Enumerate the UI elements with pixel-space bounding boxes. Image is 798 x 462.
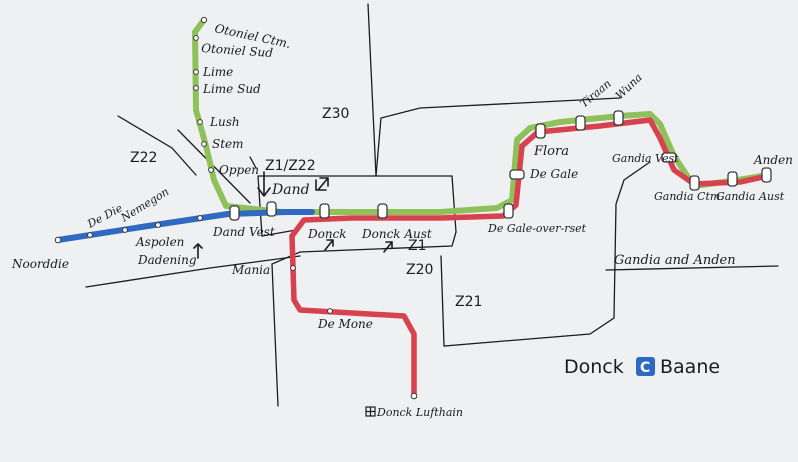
stop-nemegon: [123, 228, 128, 233]
stop-lime-sud: [194, 86, 199, 91]
station-marker-wuna: [614, 111, 623, 125]
station-marker-gandia-aust: [728, 172, 737, 186]
label-lush: Lush: [209, 115, 240, 129]
station-marker-dand-vest: [230, 206, 239, 220]
label-flora: Flora: [533, 144, 569, 159]
zone-label-gandia-anden: Gandia and Anden: [614, 253, 736, 268]
brand-badge: C: [640, 360, 650, 376]
label-dadening: Dadening: [137, 253, 197, 267]
stop-noorddie: [55, 237, 61, 243]
label-mania: Mania: [231, 263, 270, 277]
stop-otoniel-sud: [194, 36, 199, 41]
label-stem: Stem: [212, 137, 244, 151]
station-marker-donck: [320, 204, 329, 218]
stop-dadening: [198, 216, 203, 221]
stop-de-die: [88, 233, 93, 238]
stop-lush: [198, 120, 203, 125]
stop-mania: [291, 266, 296, 271]
stop-donck-lufthain: [411, 393, 417, 399]
station-marker-dand: [267, 202, 276, 216]
zone-label-z20: Z20: [406, 262, 433, 278]
label-dand: Dand: [271, 182, 310, 198]
stop-stem: [202, 142, 207, 147]
label-gandia-vest: Gandia Vest: [612, 152, 679, 165]
label-donck: Donck: [307, 227, 347, 241]
label-lime-sud: Lime Sud: [202, 82, 261, 96]
label-de-gale: De Gale: [529, 167, 578, 181]
station-marker-tiraan: [576, 116, 585, 130]
label-de-gale-over-rset: De Gale-over-rset: [487, 222, 587, 235]
station-marker-donck-aust: [378, 204, 387, 218]
label-lime: Lime: [202, 65, 233, 79]
zone-label-z22: Z22: [130, 150, 157, 166]
label-aspolen: Aspolen: [135, 235, 184, 249]
stop-oppen: [209, 168, 214, 173]
station-marker-flora: [536, 124, 545, 138]
zone-label-z21: Z21: [455, 294, 482, 310]
zone-label-z1-z22: Z1/Z22: [265, 158, 316, 174]
stop-lime: [194, 70, 199, 75]
station-marker-de-gale: [510, 170, 524, 179]
zone-label-z30: Z30: [322, 106, 349, 122]
label-de-mone: De Mone: [317, 317, 373, 331]
stop-otoniel-ctm: [201, 17, 206, 22]
label-donck-aust: Donck Aust: [361, 227, 432, 241]
brand-logo: Donck C Baane: [564, 356, 720, 378]
brand-left: Donck: [564, 356, 624, 378]
label-oppen: Oppen: [219, 163, 259, 177]
brand-right: Baane: [660, 356, 720, 378]
station-marker-anden: [762, 168, 771, 182]
station-marker-gandia-ctm: [690, 176, 699, 190]
station-marker-de-gale-over-rset: [504, 204, 513, 218]
label-donck-lufthain: Donck Lufthain: [376, 406, 463, 419]
stop-de-mone: [328, 309, 333, 314]
label-anden: Anden: [753, 153, 793, 167]
label-dand-vest: Dand Vest: [212, 225, 275, 239]
stop-aspolen: [156, 223, 161, 228]
label-gandia-ctm: Gandia Ctm.: [654, 190, 724, 203]
label-noorddie: Noorddie: [11, 257, 69, 271]
label-gandia-aust: Gandia Aust: [716, 190, 785, 203]
